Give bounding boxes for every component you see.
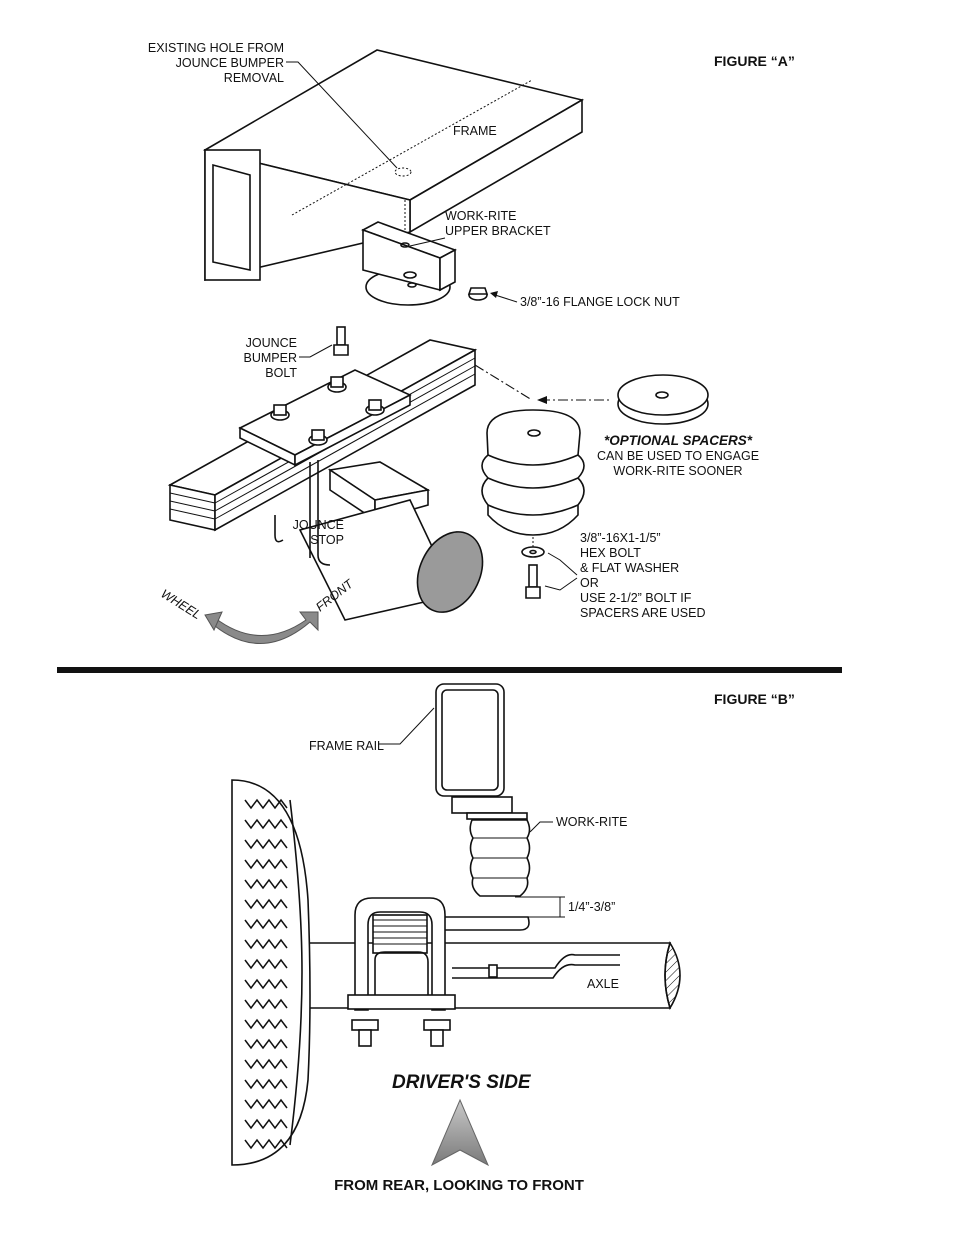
- flange-lock-nut: [467, 287, 489, 301]
- figure-b-title: FIGURE “B”: [714, 691, 795, 707]
- hex-bolt-label-4: OR: [580, 576, 599, 590]
- axle: [299, 941, 681, 1010]
- spacers-label-2: WORK-RITE SOONER: [613, 464, 742, 478]
- tire: [231, 779, 311, 1166]
- jounce-stop-label-1: JOUNCE: [293, 518, 344, 532]
- u-bolt-nut: [308, 429, 328, 446]
- figure-divider: [57, 667, 842, 673]
- work-rite-label: WORK-RITE: [556, 815, 628, 829]
- spring-plate: [238, 369, 412, 467]
- u-bolt-clamp: [347, 897, 456, 1047]
- work-rite-bumper: [481, 409, 585, 536]
- hex-bolt-label-3: & FLAT WASHER: [580, 561, 679, 575]
- direction-arrow: [204, 611, 319, 644]
- upper-bracket: [361, 221, 457, 306]
- jb-bolt-label-1: JOUNCE: [246, 336, 297, 350]
- hex-bolt-label-6: SPACERS ARE USED: [580, 606, 706, 620]
- existing-hole-label-3: REMOVAL: [224, 71, 284, 85]
- upper-bracket-label-2: UPPER BRACKET: [445, 224, 551, 238]
- hex-bolt-label-2: HEX BOLT: [580, 546, 641, 560]
- spacers-label-1: CAN BE USED TO ENGAGE: [597, 449, 759, 463]
- jb-bolt-label-3: BOLT: [265, 366, 297, 380]
- drivers-side-label: DRIVER'S SIDE: [392, 1072, 532, 1093]
- frame-rail-3d: [202, 49, 585, 282]
- existing-hole-label-1: EXISTING HOLE FROM: [148, 41, 284, 55]
- u-bolt-nut: [365, 399, 385, 416]
- figure-b: FIGURE “B” FRAME RAIL WORK-RITE 1/4”-3/8…: [231, 683, 795, 1194]
- u-bolt-nut: [327, 376, 347, 393]
- optional-spacer: [617, 374, 709, 425]
- hex-bolt-label-5: USE 2-1/2” BOLT IF: [580, 591, 692, 605]
- frame-label: FRAME: [453, 124, 497, 138]
- work-rite-side: [469, 819, 531, 897]
- existing-hole-label-2: JOUNCE BUMPER: [176, 56, 284, 70]
- axle-pad: [439, 916, 530, 931]
- frame-rail-section: [435, 683, 505, 797]
- spacers-title: *OPTIONAL SPACERS*: [604, 433, 753, 448]
- lock-nut-label: 3/8”-16 FLANGE LOCK NUT: [520, 295, 680, 309]
- jb-bolt-label-2: BUMPER: [244, 351, 297, 365]
- hex-bolt-and-washer: [521, 537, 545, 599]
- u-bolt-nut: [270, 404, 290, 421]
- view-caption: FROM REAR, LOOKING TO FRONT: [334, 1177, 584, 1194]
- upper-bracket-label-1: WORK-RITE: [445, 209, 517, 223]
- frame-rail-label: FRAME RAIL: [309, 739, 384, 753]
- bracket-base: [466, 812, 528, 820]
- figure-a: FIGURE “A” EXISTING HOLE FROM JOUNCE BUM…: [148, 41, 795, 644]
- figure-a-title: FIGURE “A”: [714, 53, 795, 69]
- wheel-label: WHEEL: [158, 587, 203, 622]
- gap-label: 1/4”-3/8”: [568, 900, 615, 914]
- forward-arrow-icon: [430, 1098, 490, 1167]
- jounce-bumper-bolt: [333, 326, 349, 356]
- axle-label: AXLE: [587, 977, 619, 991]
- existing-hole-leader: [286, 61, 398, 169]
- hex-bolt-label-1: 3/8”-16X1-1/5”: [580, 531, 661, 545]
- jounce-stop-label-2: STOP: [310, 533, 344, 547]
- axle-tube: [274, 460, 484, 621]
- bracket-plate: [451, 796, 513, 814]
